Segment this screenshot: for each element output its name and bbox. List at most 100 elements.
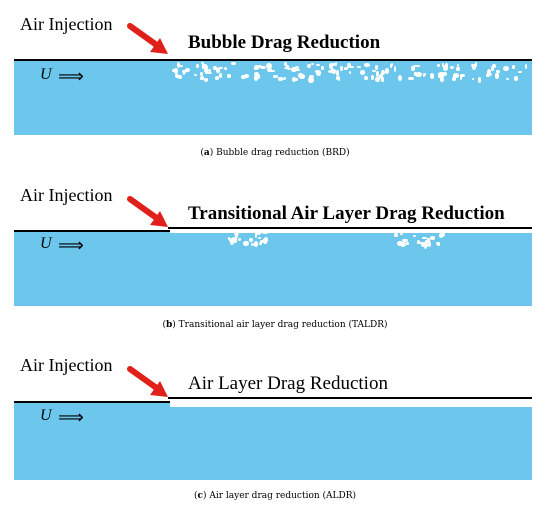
air-bubble — [328, 69, 334, 74]
caption-text: Transitional air layer drag reduction (T… — [178, 320, 388, 330]
air-bubble — [375, 71, 379, 77]
air-bubble — [177, 74, 182, 79]
air-bubble — [294, 65, 299, 69]
diagram-title: Transitional Air Layer Drag Reduction — [188, 203, 505, 224]
air-bubble — [403, 239, 406, 245]
air-bubble — [438, 232, 443, 238]
air-bubble — [260, 65, 266, 70]
air-bubble — [398, 75, 403, 82]
air-bubble — [423, 73, 426, 78]
air-bubble — [406, 242, 409, 246]
air-bubble — [215, 67, 218, 71]
air-bubble — [241, 74, 246, 80]
diagram-title: Bubble Drag Reduction — [188, 32, 381, 53]
caption: (b) Transitional air layer drag reductio… — [162, 320, 388, 330]
panel-aldr: Air Injection Air Layer Drag Reduction U… — [0, 345, 550, 515]
air-bubble — [437, 75, 441, 78]
air-bubble — [486, 72, 493, 76]
air-bubble — [193, 73, 197, 76]
air-bubble — [237, 237, 242, 242]
air-bubble — [230, 239, 235, 245]
diagram-title: Air Layer Drag Reduction — [188, 373, 388, 394]
flow-velocity-label: U — [40, 235, 52, 252]
caption-text: Bubble drag reduction (BRD) — [216, 148, 350, 158]
air-bubble — [439, 74, 444, 79]
air-bubble — [315, 70, 322, 76]
caption-letter: a — [203, 148, 210, 158]
air-bubble — [346, 63, 352, 69]
air-bubble — [243, 73, 249, 79]
air-bubble — [335, 70, 340, 76]
air-bubble — [435, 241, 441, 245]
air-bubble — [391, 63, 394, 67]
air-bubble — [436, 64, 440, 68]
injection-arrow-icon — [127, 366, 168, 397]
air-bubble — [273, 74, 278, 79]
air-bubble — [452, 76, 457, 82]
air-bubble — [199, 71, 204, 76]
air-bubble — [203, 64, 208, 68]
air-bubble — [295, 77, 298, 82]
air-bubble — [286, 64, 290, 68]
air-bubble — [224, 67, 227, 70]
hull-wall-right — [168, 227, 532, 229]
air-bubble — [195, 63, 199, 68]
air-bubble — [292, 76, 297, 82]
air-bubble — [250, 242, 254, 246]
air-bubble — [441, 63, 444, 67]
air-bubble — [474, 62, 478, 68]
air-bubble — [442, 65, 448, 72]
air-bubble — [459, 74, 463, 81]
air-bubble — [348, 70, 352, 74]
air-bubble — [416, 64, 420, 68]
hull-wall-left — [14, 230, 170, 232]
air-bubble — [332, 63, 335, 67]
air-bubble — [389, 63, 393, 69]
air-bubble — [421, 242, 427, 247]
air-bubble — [428, 241, 432, 247]
air-bubble — [359, 70, 365, 76]
air-bubble — [477, 77, 481, 83]
air-bubble — [412, 64, 418, 68]
air-bubble — [284, 62, 287, 67]
air-bubble — [450, 66, 454, 70]
air-bubble — [503, 65, 510, 71]
air-bubble — [257, 73, 261, 80]
air-bubble — [453, 73, 459, 78]
air-bubble — [282, 76, 287, 80]
hull-wall — [14, 59, 532, 61]
air-bubble — [260, 239, 266, 244]
air-bubble — [455, 67, 461, 71]
air-bubble — [421, 236, 427, 240]
air-bubble — [182, 69, 188, 74]
caption: (a) Bubble drag reduction (BRD) — [200, 148, 350, 158]
air-bubble — [308, 77, 314, 83]
air-bubble — [506, 77, 510, 80]
caption-letter: b — [165, 320, 173, 330]
air-bubble — [258, 236, 262, 240]
air-bubble — [385, 68, 389, 74]
air-bubble — [182, 71, 186, 75]
air-bubble — [399, 242, 406, 248]
air-bubble — [408, 76, 414, 80]
air-bubble — [298, 72, 304, 78]
air-bubble — [416, 71, 422, 77]
caption: (c) Air layer drag reduction (ALDR) — [193, 491, 357, 501]
air-bubble — [249, 237, 254, 243]
air-injection-label: Air Injection — [20, 355, 113, 375]
air-bubble — [495, 70, 501, 74]
air-layer-gap — [170, 229, 532, 233]
air-bubble — [278, 77, 283, 81]
air-bubble — [175, 74, 179, 78]
air-bubble — [230, 62, 236, 65]
air-bubble — [335, 62, 338, 66]
air-bubble — [381, 69, 385, 75]
air-bubble — [294, 68, 300, 72]
air-bubble — [356, 65, 361, 69]
air-bubble — [512, 65, 515, 69]
double-right-arrow-icon: ⟹ — [58, 66, 84, 87]
air-bubble — [440, 76, 444, 83]
air-bubble — [321, 65, 324, 70]
air-bubble — [267, 67, 273, 73]
air-bubble — [306, 64, 311, 69]
